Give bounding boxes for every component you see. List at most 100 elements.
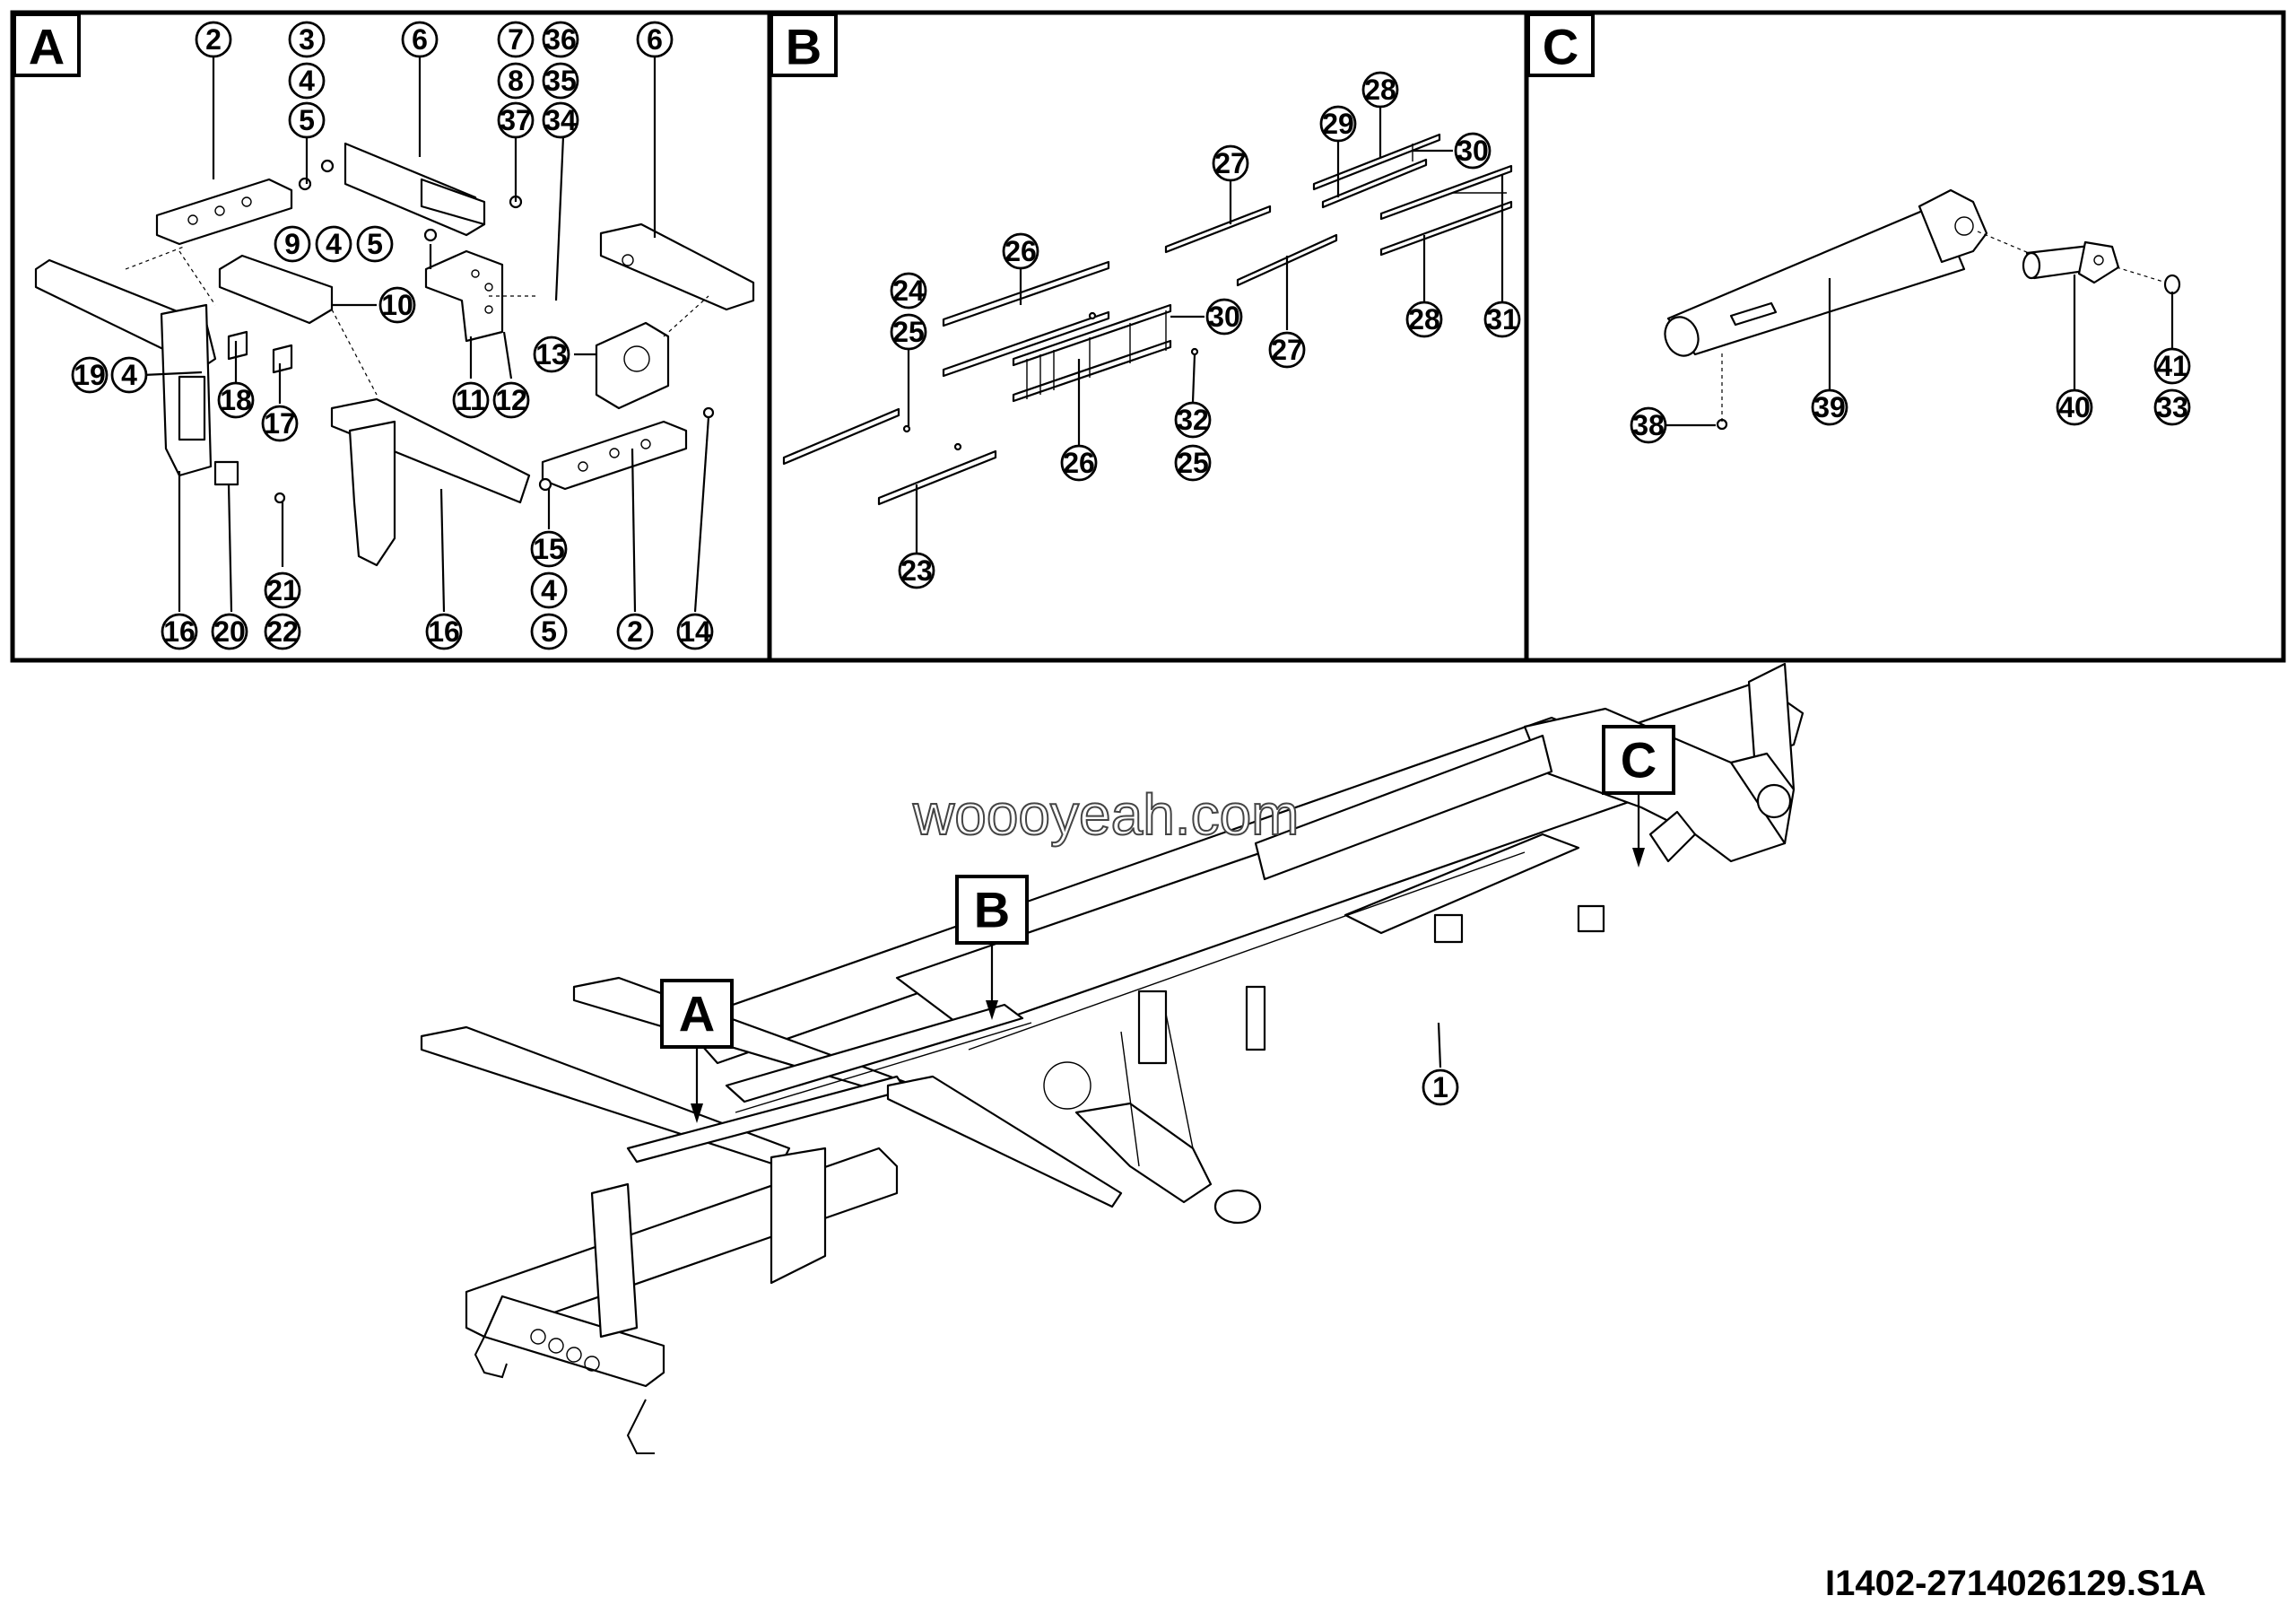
callout: 28 xyxy=(1405,301,1443,338)
callout: 4 xyxy=(530,571,568,609)
callout: 34 xyxy=(542,101,579,139)
svg-text:3: 3 xyxy=(299,23,315,56)
svg-text:20: 20 xyxy=(213,615,246,648)
main-tag-c: C xyxy=(1602,725,1675,868)
callout: 33 xyxy=(2153,388,2191,426)
panel-a-letter: A xyxy=(13,13,81,77)
svg-text:C: C xyxy=(1543,19,1578,75)
svg-text:2: 2 xyxy=(205,23,222,56)
svg-text:15: 15 xyxy=(533,533,565,565)
callout: 26 xyxy=(1060,444,1098,482)
svg-text:19: 19 xyxy=(74,359,106,391)
callout: 2 xyxy=(616,613,654,650)
svg-text:14: 14 xyxy=(679,615,711,648)
callout: 39 xyxy=(1811,388,1848,426)
panel-c-callouts: 41 33 38 39 40 xyxy=(1630,347,2191,444)
svg-text:31: 31 xyxy=(1486,303,1518,336)
svg-text:38: 38 xyxy=(1632,409,1665,441)
callout: 20 xyxy=(211,613,248,650)
panel-c-letter: C xyxy=(1526,13,1595,77)
svg-text:30: 30 xyxy=(1208,301,1240,333)
callout: 4 xyxy=(315,225,352,263)
svg-text:4: 4 xyxy=(121,359,137,391)
callout-main-1: 1 xyxy=(1422,1068,1459,1106)
callout: 37 xyxy=(497,101,535,139)
callout: 14 xyxy=(676,613,714,650)
svg-text:4: 4 xyxy=(541,574,557,606)
svg-text:24: 24 xyxy=(892,275,925,307)
callout: 25 xyxy=(1174,444,1212,482)
callout: 2 xyxy=(195,21,232,58)
callout: 5 xyxy=(356,225,394,263)
callout: 31 xyxy=(1483,301,1521,338)
callout: 28 xyxy=(1361,71,1399,109)
svg-text:5: 5 xyxy=(299,104,315,136)
main-tag-a: A xyxy=(660,979,734,1123)
svg-text:30: 30 xyxy=(1457,135,1489,167)
callout: 40 xyxy=(2056,388,2093,426)
svg-text:11: 11 xyxy=(456,384,486,416)
svg-text:41: 41 xyxy=(2156,350,2188,382)
callout: 18 xyxy=(217,381,255,419)
svg-text:2: 2 xyxy=(627,615,643,648)
callout: 35 xyxy=(542,62,579,100)
callout: 23 xyxy=(898,552,935,589)
callout: 13 xyxy=(533,336,570,373)
svg-text:8: 8 xyxy=(508,65,524,97)
callout: 6 xyxy=(636,21,674,58)
callout: 19 xyxy=(71,356,109,394)
callout: 12 xyxy=(492,381,530,419)
callout: 5 xyxy=(530,613,568,650)
callout: 16 xyxy=(161,613,198,650)
callout: 25 xyxy=(890,313,927,351)
panel-c-leaders xyxy=(1666,275,2174,427)
svg-text:17: 17 xyxy=(264,407,296,440)
svg-text:16: 16 xyxy=(428,615,460,648)
callout: 21 xyxy=(264,571,301,609)
svg-text:35: 35 xyxy=(544,65,577,97)
svg-text:18: 18 xyxy=(220,384,252,416)
callout: 32 xyxy=(1174,401,1212,439)
callout: 24 xyxy=(890,272,927,310)
svg-text:23: 23 xyxy=(900,554,933,587)
callout: 15 xyxy=(530,530,568,568)
svg-text:4: 4 xyxy=(326,228,342,260)
main-frame-assembly xyxy=(420,662,1805,1454)
panel-b-leaders xyxy=(907,106,1504,553)
callout: 11 xyxy=(452,381,490,419)
callout: 8 xyxy=(497,62,535,100)
callout: 38 xyxy=(1630,406,1667,444)
reference-code: I1402-2714026129.S1A xyxy=(1825,1564,2206,1603)
panel-a-callouts: 2 3 4 5 6 7 36 8 35 37 34 6 9 4 5 10 19 … xyxy=(71,21,714,650)
callout: 30 xyxy=(1205,298,1243,336)
main-tag-b: B xyxy=(955,875,1029,1020)
callout: 3 xyxy=(288,21,326,58)
panel-b-parts xyxy=(782,133,1513,506)
callout: 26 xyxy=(1002,232,1039,270)
svg-text:37: 37 xyxy=(500,104,532,136)
callout: 6 xyxy=(401,21,439,58)
svg-text:33: 33 xyxy=(2156,391,2188,423)
callout: 9 xyxy=(274,225,311,263)
svg-text:25: 25 xyxy=(892,316,925,348)
svg-text:39: 39 xyxy=(1813,391,1846,423)
svg-text:26: 26 xyxy=(1063,447,1095,479)
svg-text:B: B xyxy=(786,19,822,75)
svg-text:10: 10 xyxy=(381,289,413,321)
svg-text:9: 9 xyxy=(284,228,300,260)
svg-text:21: 21 xyxy=(266,574,299,606)
panel-c-parts xyxy=(1664,188,2181,431)
callout: 17 xyxy=(261,405,299,442)
callout: 16 xyxy=(425,613,463,650)
svg-text:29: 29 xyxy=(1322,108,1354,140)
svg-text:32: 32 xyxy=(1177,404,1209,436)
panel-a-leaders xyxy=(143,56,710,613)
svg-text:C: C xyxy=(1621,732,1657,789)
svg-text:40: 40 xyxy=(2058,391,2091,423)
svg-text:5: 5 xyxy=(367,228,383,260)
svg-text:12: 12 xyxy=(495,384,527,416)
svg-text:13: 13 xyxy=(535,338,568,371)
svg-text:4: 4 xyxy=(299,65,315,97)
svg-text:27: 27 xyxy=(1214,147,1247,179)
callout: 4 xyxy=(110,356,148,394)
